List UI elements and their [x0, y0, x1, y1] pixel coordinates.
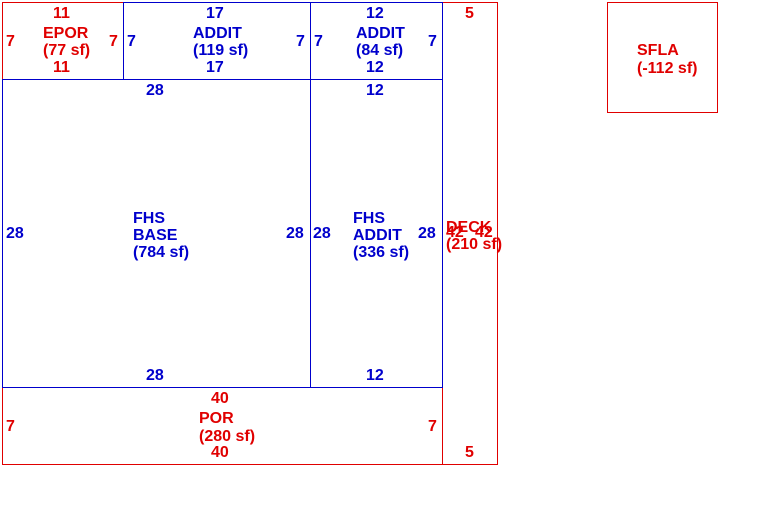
deck-bottom-dim: 5 [465, 444, 474, 461]
addit1-bottom-dim: 17 [206, 59, 224, 76]
addit1-label: ADDIT [193, 25, 242, 42]
sfla-label: SFLA [637, 42, 679, 59]
addit1-area-label: (119 sf) [193, 42, 249, 59]
fhs-base-top-dim: 28 [146, 82, 164, 99]
fhs-addit-bottom-dim: 12 [366, 367, 384, 384]
fhs-addit-label-2: ADDIT [353, 227, 402, 244]
fhs-base-right-dim: 28 [286, 225, 304, 242]
fhs-base-left-dim: 28 [6, 225, 24, 242]
addit2-right-dim: 7 [428, 33, 437, 50]
fhs-addit-area-label: (336 sf) [353, 244, 410, 261]
epor-top-dim: 11 [53, 5, 70, 22]
fhs-base-label-2: BASE [133, 227, 178, 244]
por-bottom-dim: 40 [211, 444, 229, 461]
deck-label: DECK [446, 219, 492, 236]
por-right-dim: 7 [428, 418, 437, 435]
fhs-base-area-label: (784 sf) [133, 244, 190, 261]
sfla-area-label: (-112 sf) [637, 60, 698, 77]
addit2-left-dim: 7 [314, 33, 323, 50]
fhs-base-label-1: FHS [133, 210, 165, 227]
addit2-top-dim: 12 [366, 5, 384, 22]
addit2-label: ADDIT [356, 25, 405, 42]
deck-side-dim-2: 42 [475, 224, 493, 241]
sfla-area [607, 2, 718, 113]
por-top-dim: 40 [211, 390, 229, 407]
fhs-addit-label-1: FHS [353, 210, 385, 227]
por-label: POR [199, 410, 234, 427]
addit1-top-dim: 17 [206, 5, 224, 22]
addit2-bottom-dim: 12 [366, 59, 384, 76]
epor-area-label: (77 sf) [43, 42, 91, 59]
addit1-left-dim: 7 [127, 33, 136, 50]
addit1-right-dim: 7 [296, 33, 305, 50]
addit2-area-label: (84 sf) [356, 42, 404, 59]
por-left-dim: 7 [6, 418, 15, 435]
deck-top-dim: 5 [465, 5, 474, 22]
fhs-addit-left-dim: 28 [313, 225, 331, 242]
epor-label: EPOR [43, 25, 89, 42]
deck-area-label: (210 sf) [446, 236, 503, 253]
por-area-label: (280 sf) [199, 428, 256, 445]
fhs-addit-top-dim: 12 [366, 82, 384, 99]
deck-side-dim-1: 42 [446, 224, 464, 241]
fhs-addit-area [310, 79, 443, 388]
epor-left-dim: 7 [6, 33, 15, 50]
epor-right-dim: 7 [109, 33, 118, 50]
fhs-addit-right-dim: 28 [418, 225, 436, 242]
fhs-base-bottom-dim: 28 [146, 367, 164, 384]
epor-bottom-dim: 11 [53, 59, 70, 76]
